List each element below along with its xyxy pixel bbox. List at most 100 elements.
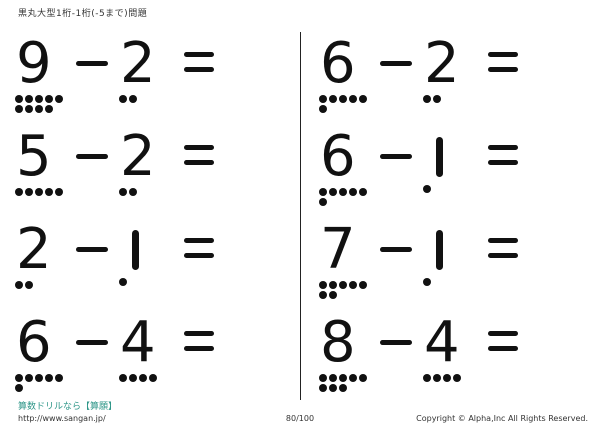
dot-group [14,188,72,196]
dot-row [423,95,480,103]
dot-row [119,95,176,103]
dot-row [319,384,376,392]
dot [45,188,53,196]
digit: 9 [16,31,52,96]
dot [319,198,327,206]
equals-sign [184,145,214,165]
dot-group [118,278,176,286]
term: 2 [118,36,176,103]
digit: 4 [424,310,460,375]
digit: 8 [320,310,356,375]
dot [35,105,43,113]
dot-row [319,281,376,289]
term [118,222,176,286]
dot-group [14,95,72,113]
site-name: 算数ドリルなら【算願】 [18,401,118,412]
term: 4 [422,315,480,382]
digit: 2 [424,31,460,96]
dot-row [119,374,176,382]
footer-site-info: 算数ドリルなら【算願】 http://www.sangan.jp/ [18,402,117,424]
dot [329,384,337,392]
dot [149,374,157,382]
dot-group [118,95,176,103]
dot-row [15,281,72,289]
dot-group [14,374,72,392]
dot-row [15,374,72,382]
dot [45,105,53,113]
minus-sign [76,247,108,252]
digit-one-stroke [132,230,139,270]
term: 4 [118,315,176,382]
equals-sign [488,331,518,351]
digit: 5 [16,124,52,189]
dot-row [319,374,376,382]
dot [319,281,327,289]
equals-sign [184,331,214,351]
term: 2 [14,222,72,289]
equals-sign [184,52,214,72]
dot [319,291,327,299]
dot [349,188,357,196]
minus-sign [380,154,412,159]
site-url: http://www.sangan.jp/ [18,413,106,423]
page-number: 80/100 [285,414,315,423]
worksheet-title: 黒丸大型1桁-1桁(-5まで)問題 [18,9,148,19]
dot [25,105,33,113]
dot-row [423,278,480,286]
dot [15,105,23,113]
minus-sign [380,61,412,66]
dot [129,95,137,103]
dot [329,291,337,299]
copyright-notice: Copyright © Alpha,Inc All Rights Reserve… [416,414,588,423]
minus-sign [76,154,108,159]
dot [35,374,43,382]
dot [423,95,431,103]
dot [45,95,53,103]
dot [339,281,347,289]
problem-row: 7 [318,222,600,315]
digit: 2 [16,217,52,282]
equals-sign [184,238,214,258]
term: 5 [14,129,72,196]
dot [319,105,327,113]
dot [35,188,43,196]
dot-row [423,374,480,382]
digit: 7 [320,217,356,282]
dot-row [319,291,376,299]
dot [433,95,441,103]
dot-row [119,188,176,196]
dot-group [422,95,480,103]
dot [423,185,431,193]
dot [339,188,347,196]
dot [443,374,451,382]
dot-group [318,188,376,206]
dot-group [118,374,176,382]
dot [339,95,347,103]
dot [359,95,367,103]
digit: 4 [120,310,156,375]
equals-sign [488,145,518,165]
dot [423,278,431,286]
term: 6 [318,129,376,206]
dot [15,374,23,382]
dot-group [14,281,72,289]
dot-group [422,278,480,286]
dot [129,374,137,382]
dot-group [318,374,376,392]
dot [453,374,461,382]
dot-row [319,188,376,196]
dot [119,95,127,103]
dot [119,374,127,382]
dot [45,374,53,382]
dot [433,374,441,382]
problem-row: 2 [14,222,300,315]
dot [359,374,367,382]
dot [329,188,337,196]
digit: 2 [120,124,156,189]
